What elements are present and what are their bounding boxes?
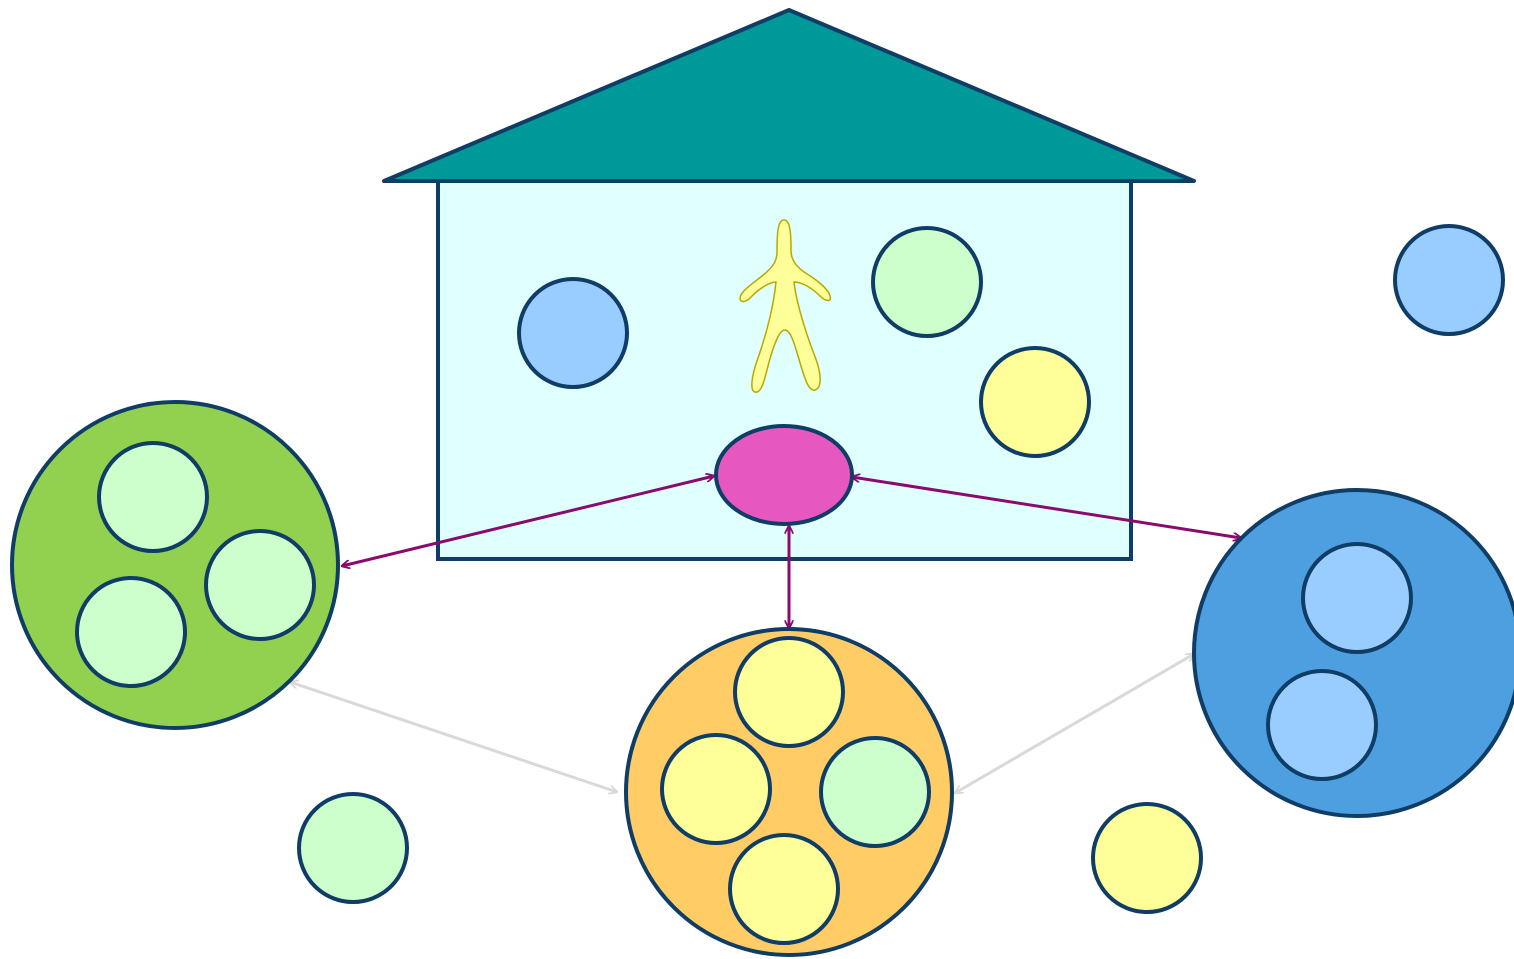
arrow-green-to-orange-group: [290, 682, 617, 792]
arrow-hub-to-green-group: [342, 476, 714, 566]
house-roof: [382, 8, 1196, 183]
blue-member: [1266, 669, 1378, 781]
green-member: [97, 441, 209, 553]
arrow-orange-to-blue-group: [955, 654, 1194, 793]
standalone-green-circle: [297, 792, 409, 904]
orange-member: [733, 636, 845, 748]
arrow-hub-to-blue-group: [852, 477, 1241, 538]
house-yellow-circle: [979, 346, 1091, 458]
person-figure-icon: [739, 219, 832, 393]
secondary-connections: [290, 654, 1194, 793]
blue-member: [1301, 542, 1413, 654]
green-group: [10, 400, 340, 730]
primary-connections: [342, 476, 1241, 628]
orange-group: [624, 627, 954, 957]
house-green-circle: [871, 226, 983, 338]
hub-ellipse: [714, 424, 854, 526]
standalone-yellow-circle: [1091, 802, 1203, 914]
orange-member: [728, 833, 840, 945]
blue-group: [1192, 488, 1514, 818]
house-blue-circle: [517, 277, 629, 389]
orange-member: [819, 736, 931, 848]
green-member: [75, 576, 187, 688]
orange-group-circle: [624, 627, 954, 957]
standalone-blue-circle: [1393, 224, 1505, 336]
green-member: [204, 529, 316, 641]
orange-member: [660, 733, 772, 845]
